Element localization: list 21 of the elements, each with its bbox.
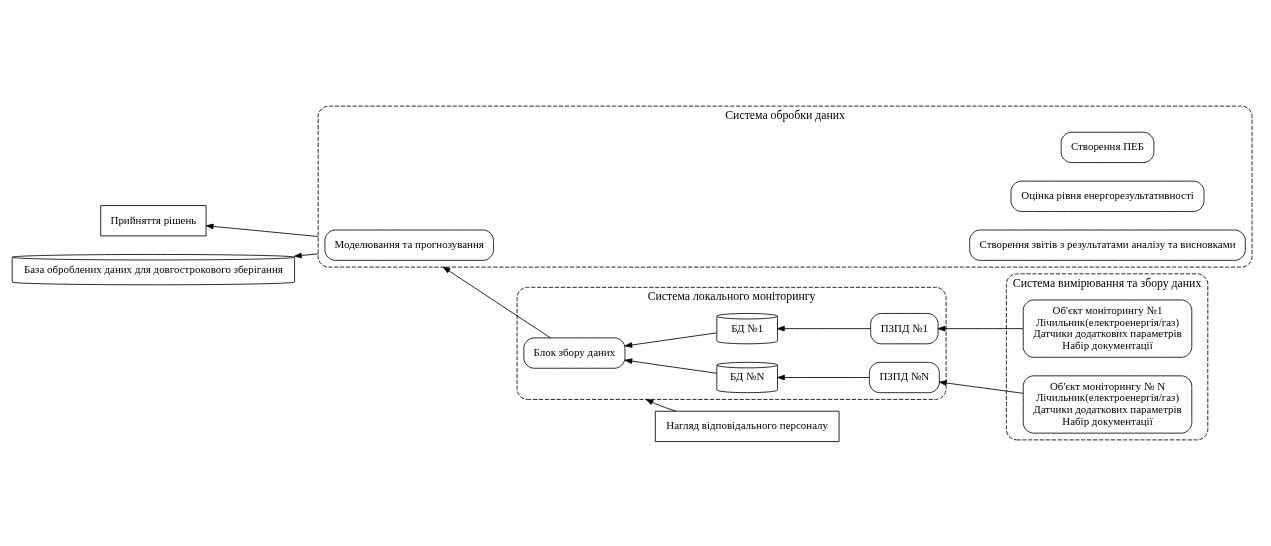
node-box: ПЗПД №1 [870, 313, 939, 345]
node-box: Об'єкт моніторингу № N Лічильник(електроенергія/газ) Датчики додаткових параметрів Набір документації [1022, 375, 1193, 434]
node-box: Нагляд відповідального персоналу [654, 410, 840, 442]
arrow [624, 332, 717, 348]
arrow [939, 380, 1024, 394]
arrow [205, 223, 319, 237]
arrow [442, 266, 551, 339]
node-box: Моделювання та прогнозування [324, 229, 494, 261]
node-box: Прийняття рішень [100, 205, 207, 237]
arrow [645, 399, 677, 412]
node-box: Створення ПЕБ [1060, 131, 1155, 163]
arrow [777, 325, 871, 332]
arrow [937, 325, 1024, 332]
arrow [294, 252, 319, 259]
arrow [624, 358, 717, 374]
node-box: Створення звітів з результатами аналізу та висновками [969, 229, 1246, 261]
node-box: Блок збору даних [523, 337, 626, 369]
node-box: Об'єкт моніторингу №1 Лічильник(електроенергія/газ) Датчики додаткових параметрів Набір документації [1022, 299, 1193, 358]
node-box: ПЗПД №N [868, 361, 940, 394]
node-box: Оцінка рівня енергорезультативності [1010, 180, 1205, 212]
arrow [777, 374, 870, 381]
